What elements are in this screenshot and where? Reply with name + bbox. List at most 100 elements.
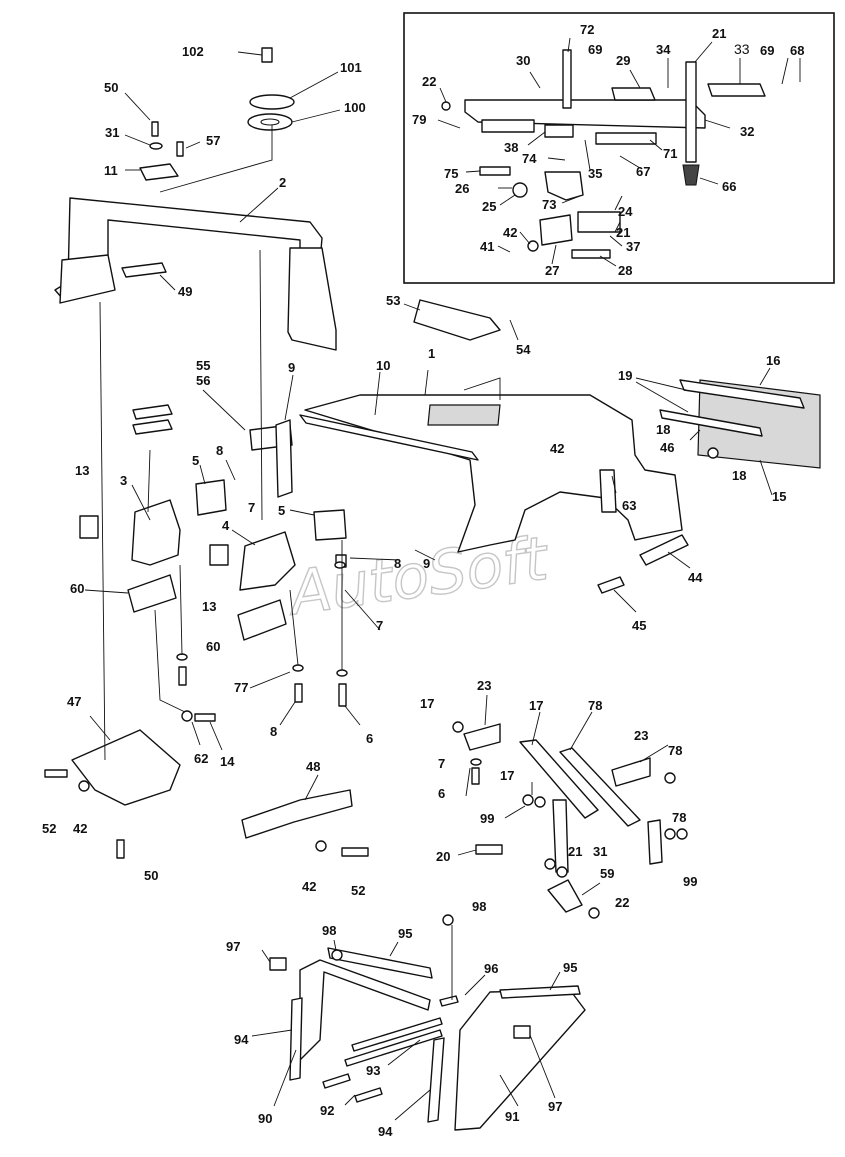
label-5b: 5 <box>278 503 285 518</box>
label-57: 57 <box>206 133 220 148</box>
strip-44 <box>639 534 689 566</box>
knob-97a <box>269 957 287 971</box>
washer-7 <box>334 561 346 569</box>
label-i38: 38 <box>504 140 518 155</box>
label-8b: 8 <box>394 556 401 571</box>
block-60b <box>237 599 287 641</box>
label-94b: 94 <box>378 1124 393 1139</box>
label-2: 2 <box>279 175 286 190</box>
label-56: 56 <box>196 373 210 388</box>
roll-bar-frame <box>54 197 337 351</box>
label-78c: 78 <box>672 810 686 825</box>
nut-78c <box>676 828 688 840</box>
bracket-23b <box>611 757 651 787</box>
nut-22-inset <box>441 101 451 111</box>
bolt-14 <box>194 713 216 722</box>
mount-4 <box>239 531 296 591</box>
frame-90 <box>299 959 431 1061</box>
washer-62 <box>181 710 193 722</box>
hitch-bracket-29 <box>611 87 656 101</box>
inset-leader-lines <box>437 37 801 267</box>
nut-17c <box>522 794 534 806</box>
rod-19 <box>659 409 763 437</box>
washer-99b <box>664 828 676 840</box>
pad-38 <box>544 124 574 138</box>
label-11: 11 <box>104 163 118 178</box>
label-i73: 73 <box>542 197 556 212</box>
nut-42a <box>78 780 90 792</box>
plate-71 <box>595 132 657 145</box>
label-42a: 42 <box>73 821 87 836</box>
pad-13b <box>209 544 229 566</box>
bracket-5b <box>313 509 347 541</box>
bar-16 <box>679 379 805 409</box>
label-i71: 71 <box>663 146 677 161</box>
strip-92b <box>354 1087 383 1103</box>
bar-10 <box>299 414 479 461</box>
pad-13a <box>79 515 99 539</box>
nut-98b <box>331 949 343 961</box>
label-i26: 26 <box>455 181 469 196</box>
leader-lines <box>84 51 773 1121</box>
label-i69b: 69 <box>760 43 774 58</box>
latch-27 <box>539 214 573 246</box>
label-i79: 79 <box>412 112 426 127</box>
bolt-50b <box>116 839 125 859</box>
nut-17a <box>452 721 464 733</box>
label-23a: 23 <box>477 678 491 693</box>
label-8c: 8 <box>270 724 277 739</box>
label-18b: 18 <box>732 468 746 483</box>
label-47: 47 <box>67 694 81 709</box>
label-31b: 31 <box>593 844 607 859</box>
label-31a: 31 <box>105 125 119 140</box>
bracket-strut <box>552 799 569 873</box>
block-60a <box>127 574 177 613</box>
label-20: 20 <box>436 849 450 864</box>
label-i37: 37 <box>626 239 640 254</box>
nut-42b <box>315 840 327 852</box>
label-i29: 29 <box>616 53 630 68</box>
label-i66: 66 <box>722 179 736 194</box>
label-i34: 34 <box>656 42 671 57</box>
hood-assembly <box>299 299 689 594</box>
label-62: 62 <box>194 751 208 766</box>
label-98b: 98 <box>322 923 336 938</box>
strut-78 <box>559 747 641 827</box>
pin-shaft <box>685 61 697 163</box>
label-7c: 7 <box>438 756 445 771</box>
label-i21b: 21 <box>616 225 630 240</box>
label-7a: 7 <box>248 500 255 515</box>
rod-93a <box>344 1029 443 1067</box>
bracket-49 <box>121 262 167 278</box>
label-i24: 24 <box>618 204 633 219</box>
label-95a: 95 <box>398 926 412 941</box>
label-i33: 33 <box>734 41 750 57</box>
label-101: 101 <box>340 60 362 75</box>
pulley-100 <box>247 113 293 131</box>
nut-42-inset <box>527 240 539 252</box>
bolt-20 <box>475 844 503 855</box>
nut-22b <box>588 907 600 919</box>
plate-55 <box>132 404 173 420</box>
label-i68: 68 <box>790 43 804 58</box>
label-48: 48 <box>306 759 320 774</box>
label-i21a: 21 <box>712 26 726 41</box>
label-i72: 72 <box>580 22 594 37</box>
side-panels <box>269 914 586 1131</box>
label-52b: 52 <box>351 883 365 898</box>
label-50b: 50 <box>144 868 158 883</box>
bracket-63 <box>599 469 617 513</box>
strip-94a <box>289 997 303 1081</box>
label-3: 3 <box>120 473 127 488</box>
label-i75: 75 <box>444 166 458 181</box>
pulley-stack <box>139 47 295 181</box>
washer-77b <box>292 664 304 672</box>
nut-98a <box>442 914 454 926</box>
bushing-25 <box>512 182 528 198</box>
label-98a: 98 <box>472 899 486 914</box>
hitch-bracket-33 <box>707 83 766 97</box>
bolt-57 <box>176 141 184 157</box>
label-60b: 60 <box>206 639 220 654</box>
bracket-47 <box>71 729 181 806</box>
label-22b: 22 <box>615 895 629 910</box>
